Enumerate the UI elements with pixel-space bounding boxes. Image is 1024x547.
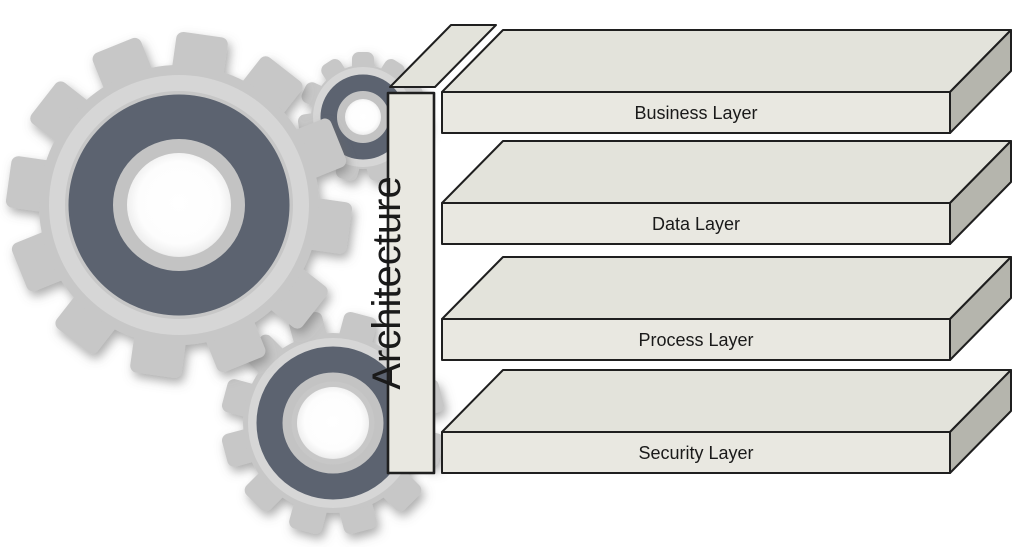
layer-label-business: Business Layer <box>634 103 757 123</box>
layer-label-security: Security Layer <box>638 443 753 463</box>
bar-front-face <box>386 91 436 475</box>
architecture-bar-label: Architecture <box>365 176 409 389</box>
box-top-face <box>441 140 1012 204</box>
bar-top-face <box>389 24 497 88</box>
box-front-face <box>441 318 951 361</box>
layer-box-data: Data Layer <box>441 140 1012 245</box>
box-front-face <box>441 431 951 474</box>
box-top-face <box>441 29 1012 93</box>
box-front-face <box>441 91 951 134</box>
gear-icon-large <box>5 31 353 379</box>
layer-label-process: Process Layer <box>638 330 753 350</box>
box-top-face <box>441 256 1012 320</box>
box-top-face <box>441 369 1012 433</box>
layer-box-business: Business Layer <box>441 29 1012 134</box>
layer-label-data: Data Layer <box>652 214 740 234</box>
layer-box-security: Security Layer <box>441 369 1012 474</box>
box-front-face <box>441 202 951 245</box>
architecture-bar: Architecture <box>365 24 497 475</box>
layer-box-process: Process Layer <box>441 256 1012 361</box>
